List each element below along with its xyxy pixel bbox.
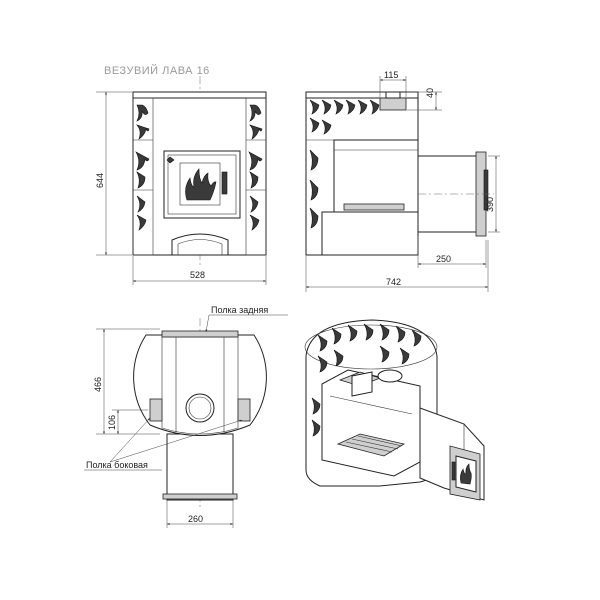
dim-side-tunnel-height: 390 [485, 197, 495, 212]
front-view: 528 644 [95, 76, 267, 285]
front-door [163, 150, 241, 219]
side-view: 115 40 390 250 742 [305, 70, 500, 292]
dim-side-total-length: 742 [386, 277, 401, 287]
isometric-cutaway-view [304, 319, 485, 501]
dim-side-top-width: 115 [384, 70, 398, 80]
label-shelf-back: Полка задняя [211, 305, 268, 315]
dim-plan-shelf-height: 106 [107, 415, 117, 430]
dim-plan-height: 466 [93, 377, 103, 392]
front-stone-pattern [135, 104, 263, 231]
dim-side-tunnel-length: 250 [436, 254, 451, 264]
plan-view: 466 106 260 Полка задняя Полка боковая [84, 305, 288, 528]
label-shelf-side: Полка боковая [86, 460, 148, 470]
iso-stone-pattern [311, 323, 422, 437]
side-stone-pattern [309, 99, 380, 229]
dim-side-top-height: 40 [425, 88, 435, 98]
dim-front-height: 644 [95, 173, 105, 188]
dim-front-width: 528 [190, 270, 205, 280]
dim-plan-tunnel-width: 260 [188, 514, 203, 524]
drawing-title: ВЕЗУВИЙ ЛАВА 16 [104, 64, 210, 77]
